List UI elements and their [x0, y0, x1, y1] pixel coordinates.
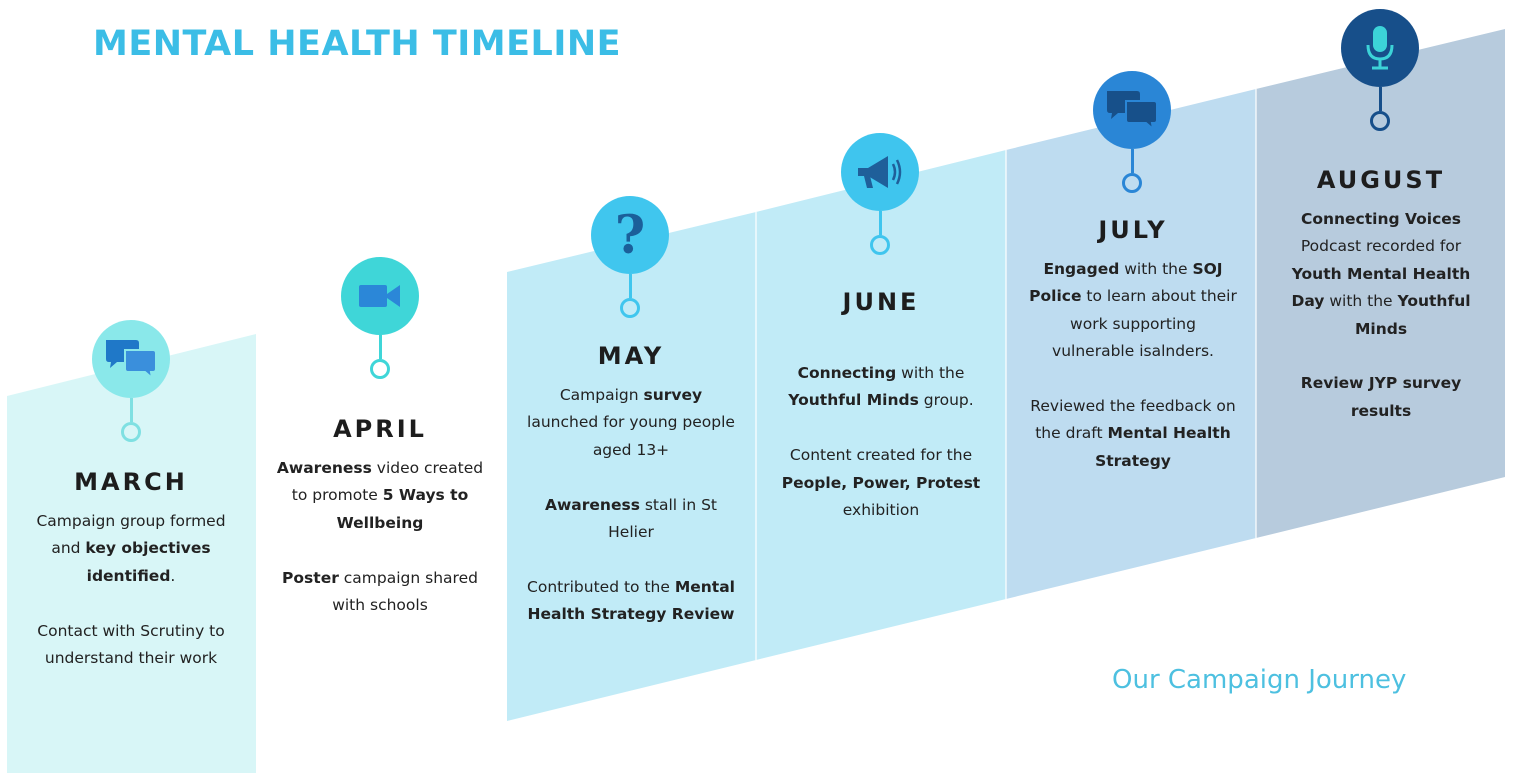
july-text: Engaged with the SOJ Police to learn abo… [1028, 256, 1238, 475]
august-panel [1256, 29, 1505, 538]
month-label: AUGUST [1316, 166, 1446, 194]
paragraph: Awareness stall in St Helier [544, 495, 718, 542]
month-label: JULY [1098, 216, 1168, 244]
march-panel [7, 334, 256, 773]
june-text: Connecting with the Youthful Minds group… [776, 360, 986, 524]
paragraph: Reviewed the feedback on the draft Menta… [1030, 397, 1236, 470]
june-panel [756, 150, 1006, 660]
april-text: Awareness video created to promote 5 Way… [275, 455, 485, 619]
chat-bubbles-icon [1093, 71, 1171, 149]
april-column: APRIL Awareness video created to promote… [275, 415, 485, 619]
svg-text:?: ? [615, 207, 645, 263]
july-panel [1006, 89, 1256, 599]
paragraph: Poster campaign shared with schools [282, 568, 478, 615]
page-title: MENTAL HEALTH TIMELINE [93, 24, 622, 64]
july-marker [1092, 71, 1172, 193]
april-marker [340, 257, 420, 379]
august-column: AUGUST Connecting Voices Podcast recorde… [1276, 166, 1486, 425]
august-text: Connecting Voices Podcast recorded for Y… [1276, 206, 1486, 425]
month-label: JUNE [842, 288, 920, 316]
paragraph: Review JYP survey results [1300, 374, 1462, 420]
june-marker [840, 133, 920, 255]
paragraph: Content created for the People, Power, P… [781, 446, 981, 520]
megaphone-icon [841, 133, 919, 211]
month-label: MARCH [74, 468, 188, 496]
june-column: JUNE Connecting with the Youthful Minds … [776, 288, 986, 524]
paragraph: Awareness video created to promote 5 Way… [276, 459, 484, 532]
question-mark-icon: ? [591, 196, 669, 274]
july-column: JULY Engaged with the SOJ Police to lear… [1028, 216, 1238, 475]
may-marker: ? [590, 196, 670, 318]
microphone-icon [1341, 9, 1419, 87]
video-camera-icon [341, 257, 419, 335]
month-label: APRIL [333, 415, 427, 443]
march-text: Campaign group formed and key objectives… [26, 508, 236, 672]
march-column: MARCH Campaign group formed and key obje… [26, 468, 236, 672]
month-label: MAY [597, 342, 665, 370]
paragraph: Connecting with the Youthful Minds group… [788, 364, 974, 410]
may-column: MAY Campaign survey launched for young p… [526, 342, 736, 629]
may-panel [507, 212, 756, 721]
paragraph: Connecting Voices Podcast recorded for Y… [1291, 210, 1471, 338]
paragraph: Engaged with the SOJ Police to learn abo… [1029, 260, 1237, 361]
paragraph: Contact with Scrutiny to understand thei… [37, 621, 225, 668]
august-marker [1340, 9, 1420, 131]
page-subtitle: Our Campaign Journey [1112, 665, 1407, 695]
paragraph: Campaign group formed and key objectives… [36, 512, 226, 585]
chat-bubbles-icon [92, 320, 170, 398]
paragraph: Contributed to the Mental Health Strateg… [527, 577, 735, 624]
may-text: Campaign survey launched for young peopl… [526, 382, 736, 629]
march-marker [91, 320, 171, 442]
paragraph: Campaign survey launched for young peopl… [527, 386, 735, 459]
